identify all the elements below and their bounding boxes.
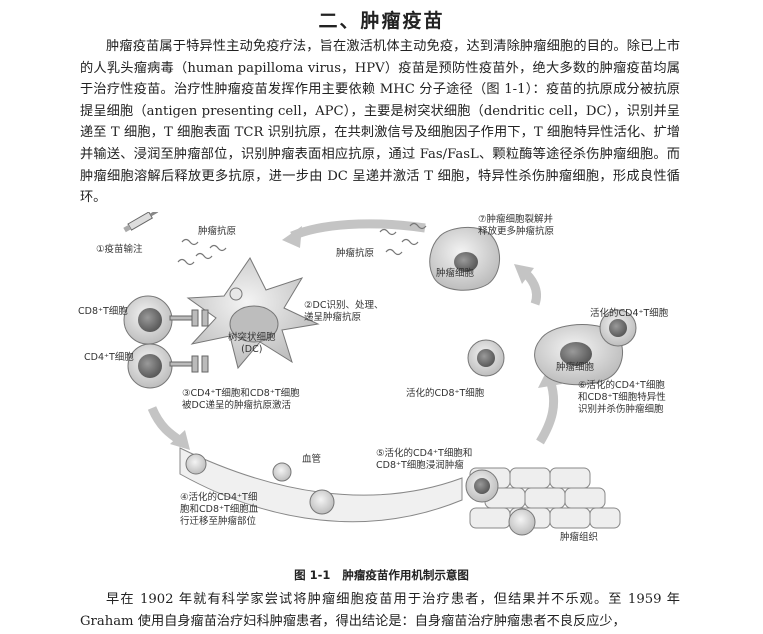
label-step5: ⑤活化的CD4⁺T细胞和 CD8⁺T细胞浸润肿瘤: [376, 448, 473, 471]
cycle-arrow-upper-right-head: [514, 264, 534, 284]
label-tumor-cell-lysing: 肿瘤细胞: [436, 268, 475, 279]
cycle-arrow-right: [536, 378, 559, 445]
label-step2: ②DC识别、处理、 递呈肿瘤抗原: [304, 300, 384, 323]
antigen-squiggles-left: [177, 238, 227, 266]
tcr-receptor-cd4: [169, 355, 209, 373]
label-blood-vessel: 血管: [302, 454, 322, 465]
label-cd4-t-cell: CD4⁺T细胞: [84, 352, 134, 363]
mechanism-diagram: [123, 212, 637, 536]
antigen-squiggles-right: [379, 222, 427, 256]
label-dc-cell: 树突状细胞 (DC): [228, 332, 276, 355]
blood-vessel: [179, 447, 463, 523]
cycle-arrow-left-head: [170, 430, 190, 450]
section-title: 二、肿瘤疫苗: [318, 10, 445, 32]
label-step4: ④活化的CD4⁺T细 胞和CD8⁺T细胞血 行迁移至肿瘤部位: [180, 492, 259, 527]
label-step3: ③CD4⁺T细胞和CD8⁺T细胞 被DC递呈的肿瘤抗原激活: [182, 388, 300, 411]
tissue-t-cell: [508, 508, 536, 536]
label-step6: ⑥活化的CD4⁺T细胞 和CD8⁺T细胞特异性 识别并杀伤肿瘤细胞: [578, 380, 666, 415]
label-tumor-antigen-2: 肿瘤抗原: [336, 248, 375, 259]
figure-caption: 图 1-1 肿瘤疫苗作用机制示意图: [0, 567, 763, 583]
label-tumor-cell-killing: 肿瘤细胞: [556, 362, 595, 373]
label-vaccine-injection: ①疫苗输注: [96, 244, 143, 255]
label-step7: ⑦肿瘤细胞裂解并 释放更多肿瘤抗原: [478, 214, 555, 237]
label-activated-cd4: 活化的CD4⁺T细胞: [590, 308, 669, 319]
cycle-arrow-top: [290, 219, 426, 241]
label-cd8-t-cell: CD8⁺T细胞: [78, 306, 128, 317]
figure-1-1: ①疫苗输注 肿瘤抗原 CD8⁺T细胞 CD4⁺T细胞 树突状细胞 (DC) ②D…: [70, 212, 690, 564]
dc-nucleus: [229, 305, 279, 343]
caption-text: 肿瘤疫苗作用机制示意图: [342, 568, 469, 582]
tumor-tissue: [469, 467, 621, 529]
body-paragraph-1: 肿瘤疫苗属于特异性主动免疫疗法，旨在激活机体主动免疫，达到清除肿瘤细胞的目的。除…: [80, 39, 680, 206]
body-paragraph-2: 早在 1902 年就有科学家尝试将肿瘤细胞疫苗用于治疗患者，但结果并不乐观。至 …: [80, 592, 680, 629]
syringe-icon: [123, 212, 159, 233]
dc-vesicle: [229, 287, 243, 301]
label-activated-cd8: 活化的CD8⁺T细胞: [406, 388, 485, 399]
vessel-t-cells: [185, 453, 335, 515]
tcr-receptor-cd8: [169, 309, 209, 327]
label-tumor-tissue: 肿瘤组织: [560, 532, 599, 543]
cycle-arrow-left: [147, 406, 185, 446]
label-tumor-antigen-1: 肿瘤抗原: [198, 226, 237, 237]
cycle-arrow-top-head: [282, 226, 302, 248]
caption-number: 图 1-1: [294, 568, 331, 582]
